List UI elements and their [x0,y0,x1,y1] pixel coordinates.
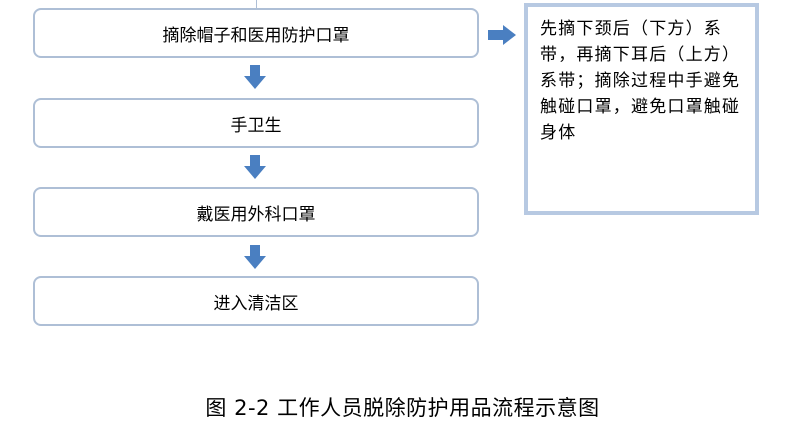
right-arrow-icon [488,25,516,45]
down-arrow-icon [244,245,266,269]
down-arrow-icon [244,65,266,89]
flow-step-hand-hygiene: 手卫生 [33,98,479,148]
flow-step-label: 摘除帽子和医用防护口罩 [162,25,350,46]
flow-step-enter-clean-zone: 进入清洁区 [33,276,479,326]
instruction-note-text: 先摘下颈后（下方）系带，再摘下耳后（上方）系带；摘除过程中手避免触碰口罩，避免口… [540,19,741,143]
flow-step-remove-cap-and-mask: 摘除帽子和医用防护口罩 [33,8,479,58]
down-arrow-icon [244,155,266,179]
instruction-note-box: 先摘下颈后（下方）系带，再摘下耳后（上方）系带；摘除过程中手避免触碰口罩，避免口… [524,3,759,215]
figure-caption: 图 2-2 工作人员脱除防护用品流程示意图 [205,396,600,420]
flow-step-label: 戴医用外科口罩 [196,204,316,225]
top-connector-line [256,0,257,8]
flow-step-wear-surgical-mask: 戴医用外科口罩 [33,187,479,237]
flow-step-label: 手卫生 [230,115,282,136]
flow-step-label: 进入清洁区 [213,293,299,314]
